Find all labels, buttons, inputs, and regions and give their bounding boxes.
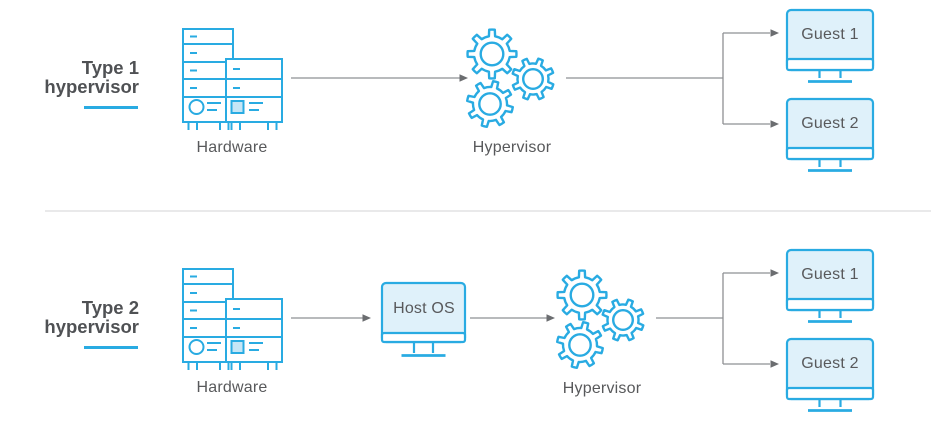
host-os-label: Host OS (393, 300, 455, 317)
accent-underline (84, 106, 138, 109)
guest1-label: Guest 1 (801, 26, 859, 43)
hardware-servers-icon (182, 268, 283, 371)
accent-underline (84, 346, 138, 349)
hypervisor-gears-icon (466, 28, 555, 129)
title-line2: hypervisor (44, 316, 139, 337)
title-line2: hypervisor (44, 76, 139, 97)
hardware-servers-icon (182, 28, 283, 131)
title-line1: Type 1 (81, 57, 139, 78)
guest1-label: Guest 1 (801, 266, 859, 283)
guest2-label: Guest 2 (801, 355, 859, 372)
arrow-hardware-to-hostos (291, 314, 371, 322)
hardware-label: Hardware (196, 139, 268, 156)
host-os-monitor-icon (380, 281, 467, 357)
arrow-hardware-to-hypervisor (291, 74, 468, 82)
type2-hypervisor-title: Type 2 hypervisor (0, 298, 139, 349)
type1-hypervisor-title: Type 1 hypervisor (0, 58, 139, 109)
guest2-label: Guest 2 (801, 115, 859, 132)
hardware-label: Hardware (196, 379, 268, 396)
title-line1: Type 2 (81, 297, 139, 318)
arrow-hostos-to-hypervisor (470, 314, 555, 322)
hypervisor-label: Hypervisor (472, 139, 552, 156)
hypervisor-label: Hypervisor (562, 380, 642, 397)
hypervisor-gears-icon (556, 269, 645, 369)
